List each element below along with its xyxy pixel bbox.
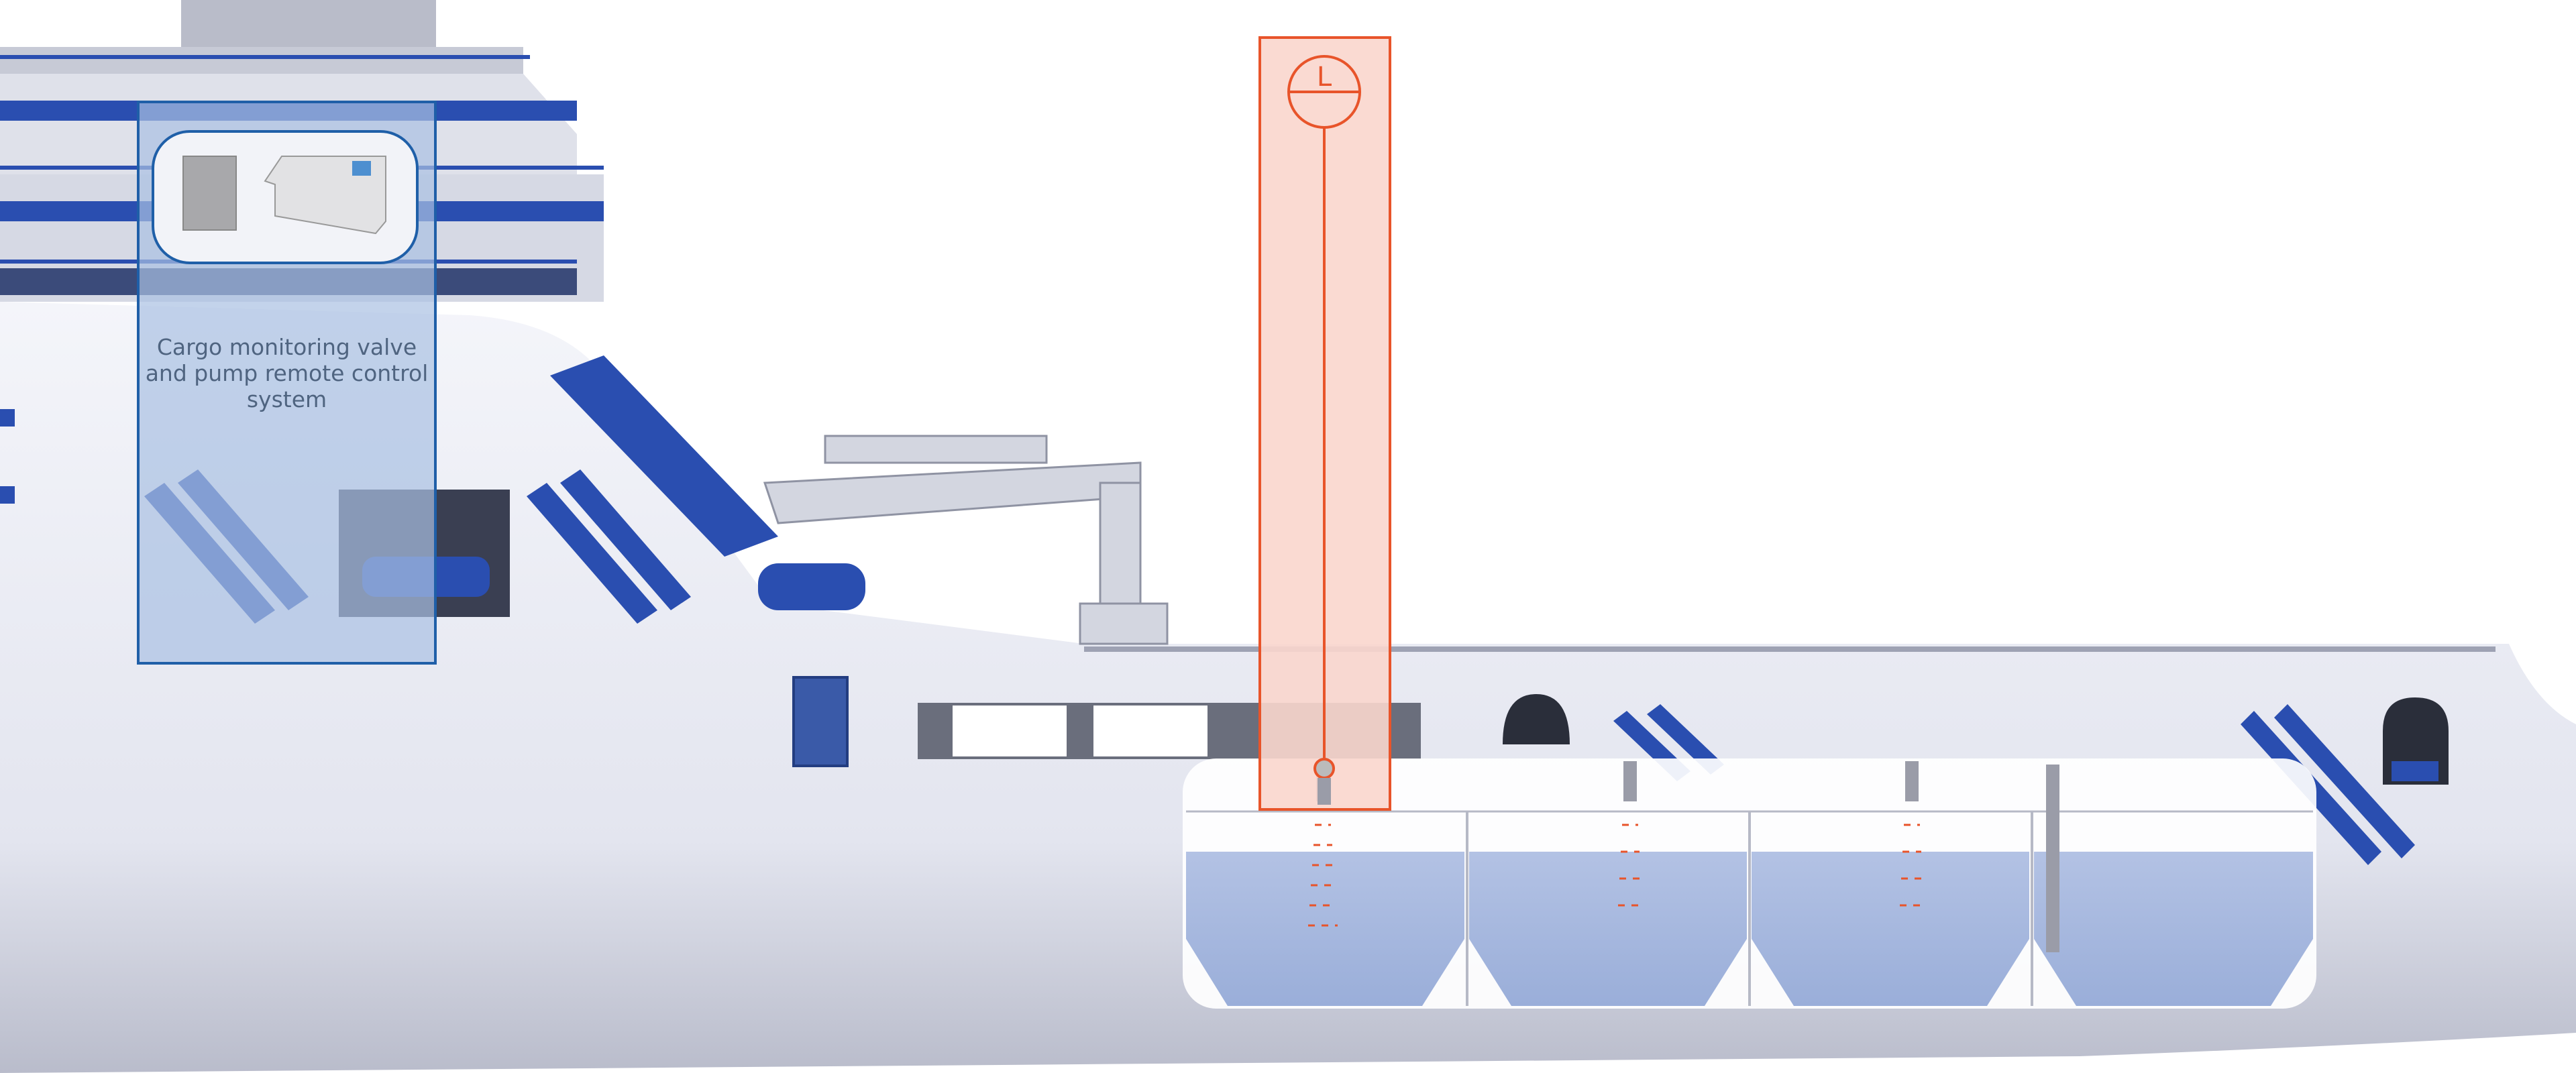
control-system-highlight[interactable] [137,101,437,665]
cargo-tank-1 [1186,852,1464,1006]
level-instrument-highlight[interactable] [1258,36,1391,811]
vent [1503,694,1570,744]
ramp [550,355,778,557]
cargo-tank-4 [2034,852,2313,1006]
control-system-label: Cargo monitoring valve and pump remote c… [145,334,429,412]
gauge-highlight [1313,758,1335,779]
cargo-tank-3 [1752,852,2029,1006]
control-cabinet [182,156,237,231]
level-symbol-letter: L [1317,62,1332,93]
hull-door [792,676,849,767]
crane [763,435,1169,645]
radar-gauges [1316,761,2059,952]
rescue-boat-rack [758,563,865,610]
tank-cutaway [1183,758,2316,1009]
radar-beams [1308,824,1924,927]
cargo-tank-2 [1469,852,1747,1006]
